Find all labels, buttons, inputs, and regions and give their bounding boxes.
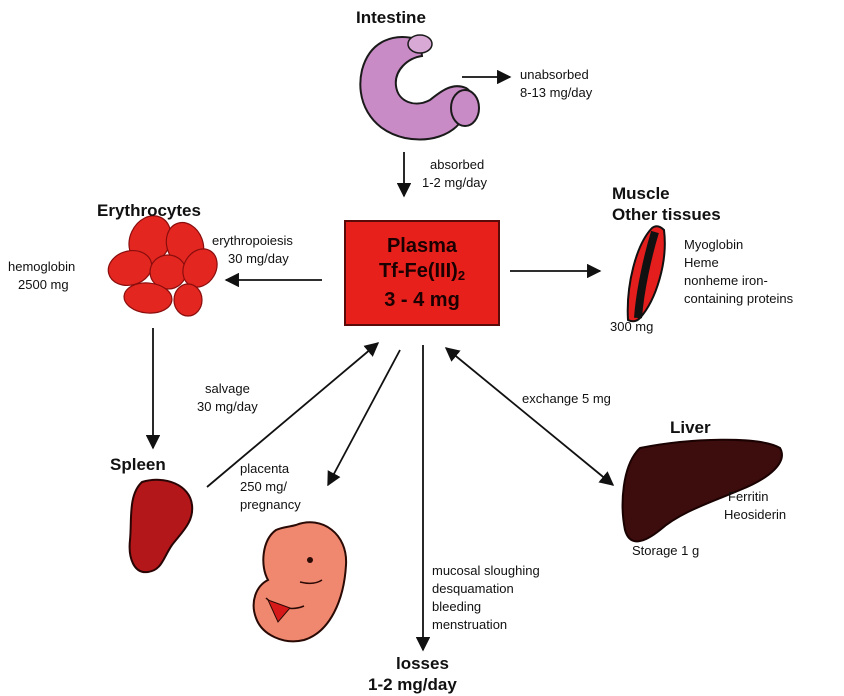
plasma-line2-sub: 2 xyxy=(458,268,465,283)
intestine-title: Intestine xyxy=(356,8,426,28)
losses-cause-1: mucosal sloughing xyxy=(432,562,540,579)
muscle-content-1: Myoglobin xyxy=(684,236,743,253)
absorbed-label-2: 1-2 mg/day xyxy=(422,174,487,191)
losses-cause-4: menstruation xyxy=(432,616,507,633)
liver-content-2: Heosiderin xyxy=(724,506,786,523)
muscle-content-2: Heme xyxy=(684,254,719,271)
plasma-line2-text: Tf-Fe(III) xyxy=(379,260,458,282)
arrow-placenta xyxy=(328,350,400,485)
erythropoiesis-label-1: erythropoiesis xyxy=(212,232,293,249)
losses-title-2: 1-2 mg/day xyxy=(368,675,457,695)
muscle-content-4: containing proteins xyxy=(684,290,793,307)
erythrocytes-title: Erythrocytes xyxy=(97,201,201,221)
liver-content-1: Ferritin xyxy=(728,488,768,505)
muscle-amount: 300 mg xyxy=(610,318,653,335)
salvage-label-2: 30 mg/day xyxy=(197,398,258,415)
liver-title: Liver xyxy=(670,418,711,438)
intestine-illustration xyxy=(360,35,479,139)
fetus-illustration xyxy=(254,522,346,641)
unabsorbed-label-1: unabsorbed xyxy=(520,66,589,83)
spleen-title: Spleen xyxy=(110,455,166,475)
hemoglobin-label-2: 2500 mg xyxy=(18,276,69,293)
placenta-label-3: pregnancy xyxy=(240,496,301,513)
storage-label: Storage 1 g xyxy=(632,542,699,559)
muscle-title-1: Muscle xyxy=(612,184,670,204)
losses-cause-2: desquamation xyxy=(432,580,514,597)
muscle-content-3: nonheme iron- xyxy=(684,272,768,289)
erythropoiesis-label-2: 30 mg/day xyxy=(228,250,289,267)
losses-title-1: losses xyxy=(396,654,449,674)
plasma-line2: Tf-Fe(III)2 xyxy=(379,259,465,288)
salvage-label-1: salvage xyxy=(205,380,250,397)
arrow-salvage xyxy=(207,343,378,487)
placenta-label-2: 250 mg/ xyxy=(240,478,287,495)
exchange-label: exchange 5 mg xyxy=(522,390,611,407)
erythrocytes-illustration xyxy=(104,209,224,316)
plasma-line3: 3 - 4 mg xyxy=(384,288,460,313)
losses-cause-3: bleeding xyxy=(432,598,481,615)
hemoglobin-label-1: hemoglobin xyxy=(8,258,75,275)
placenta-label-1: placenta xyxy=(240,460,289,477)
plasma-box: Plasma Tf-Fe(III)2 3 - 4 mg xyxy=(344,220,500,326)
plasma-line1: Plasma xyxy=(387,234,457,259)
absorbed-label-1: absorbed xyxy=(430,156,484,173)
spleen-illustration xyxy=(130,480,193,572)
unabsorbed-label-2: 8-13 mg/day xyxy=(520,84,592,101)
muscle-illustration xyxy=(628,226,665,321)
muscle-title-2: Other tissues xyxy=(612,205,721,225)
arrow-exchange-liver xyxy=(446,348,613,485)
